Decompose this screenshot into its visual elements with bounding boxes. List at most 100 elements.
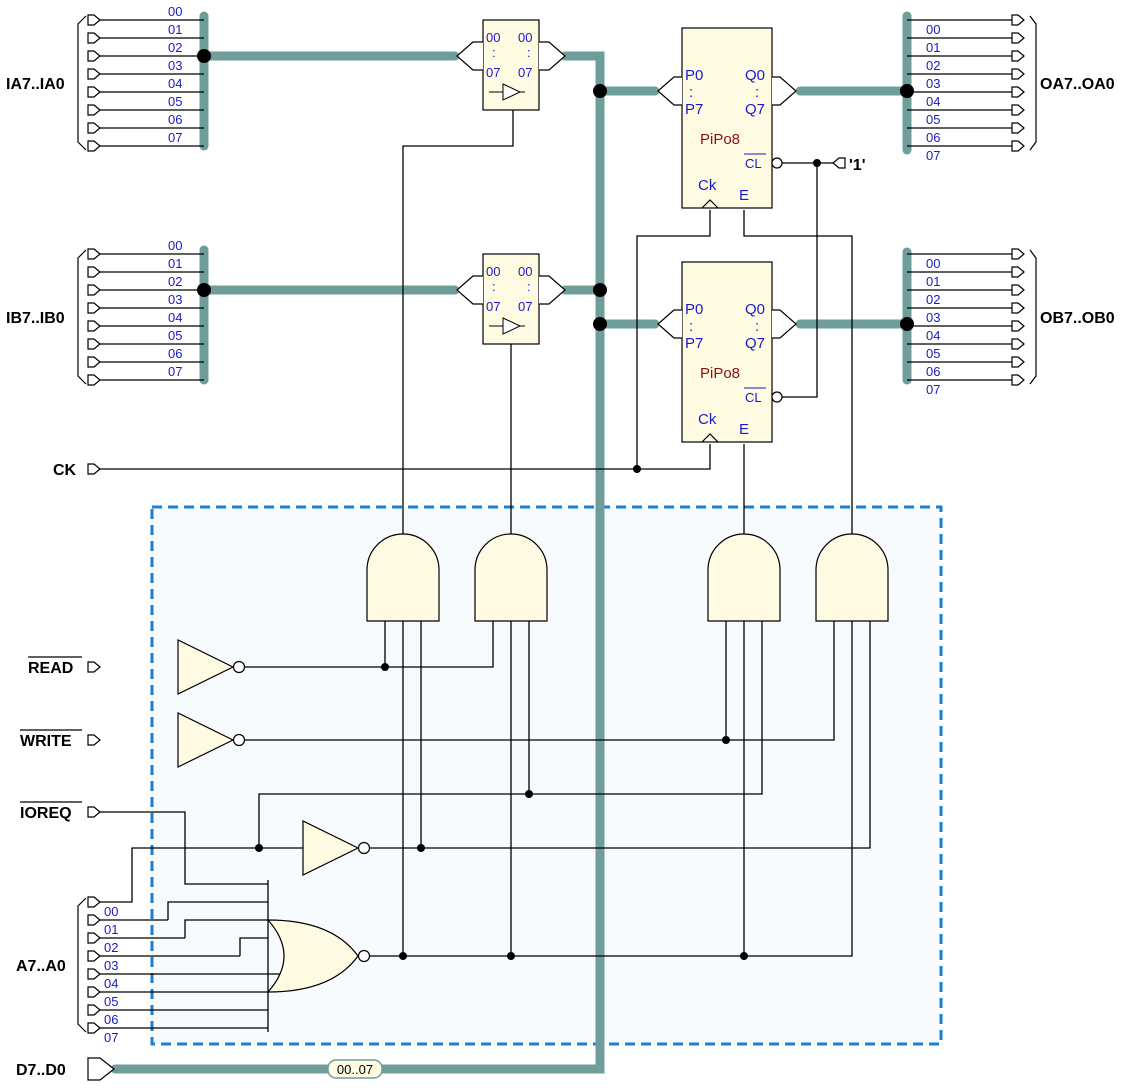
buffer-a xyxy=(456,19,566,111)
svg-text:03: 03 xyxy=(104,958,118,973)
and-gate-4 xyxy=(815,533,889,622)
svg-text:00: 00 xyxy=(926,256,940,271)
buffer-a-labels: 00 : 07 00 : 07 xyxy=(486,30,532,80)
svg-text:Q0: Q0 xyxy=(745,301,765,318)
svg-text:02: 02 xyxy=(926,292,940,307)
register-a xyxy=(657,27,797,209)
svg-text:06: 06 xyxy=(926,364,940,379)
svg-text:Q0: Q0 xyxy=(745,67,765,84)
svg-text:00: 00 xyxy=(518,264,532,279)
svg-text:04: 04 xyxy=(926,328,940,343)
svg-text:02: 02 xyxy=(168,274,182,289)
svg-text:PiPo8: PiPo8 xyxy=(700,131,740,148)
constant-one-label: '1' xyxy=(849,157,866,174)
data-bus-range-tag xyxy=(327,1059,383,1079)
svg-text:P0: P0 xyxy=(685,67,703,84)
svg-text:07: 07 xyxy=(926,148,940,163)
svg-text:00: 00 xyxy=(486,30,500,45)
register-a-labels: P0 : P7 Q0 : Q7 PiPo8 CL Ck E xyxy=(685,67,765,204)
svg-text:01: 01 xyxy=(168,256,182,271)
svg-text:04: 04 xyxy=(926,94,940,109)
signal-wires xyxy=(96,19,1012,1032)
svg-text:Ck: Ck xyxy=(698,411,717,428)
svg-text:07: 07 xyxy=(926,382,940,397)
svg-text:00: 00 xyxy=(168,238,182,253)
svg-text:07: 07 xyxy=(518,299,532,314)
or-gate xyxy=(266,919,371,993)
bus-brackets xyxy=(77,15,1037,1033)
svg-text:02: 02 xyxy=(168,40,182,55)
svg-text:E: E xyxy=(739,421,749,438)
port-ioreq-label: IOREQ xyxy=(20,805,72,822)
port-oa-label: OA7..OA0 xyxy=(1040,76,1115,93)
svg-text::: : xyxy=(755,318,759,335)
and-gate-3 xyxy=(707,533,781,622)
svg-text:05: 05 xyxy=(926,346,940,361)
svg-text:06: 06 xyxy=(104,1012,118,1027)
svg-text:03: 03 xyxy=(168,292,182,307)
ioreq-inverter xyxy=(302,820,360,876)
svg-text:05: 05 xyxy=(926,112,940,127)
read-inverter xyxy=(177,639,235,695)
svg-text:06: 06 xyxy=(168,346,182,361)
svg-text:04: 04 xyxy=(168,310,182,325)
data-bus-range-label: 00..07 xyxy=(337,1062,373,1077)
register-b-labels: P0 : P7 Q0 : Q7 PiPo8 CL Ck E xyxy=(685,301,765,438)
addr-bus-indices: 00 01 02 03 04 05 06 07 xyxy=(104,904,118,1045)
svg-text:01: 01 xyxy=(926,274,940,289)
ob-bus-indices: 00 01 02 03 04 05 06 07 xyxy=(926,256,940,397)
svg-text:00: 00 xyxy=(926,22,940,37)
buffer-b-labels: 00 : 07 00 : 07 xyxy=(486,264,532,314)
svg-text:07: 07 xyxy=(168,364,182,379)
port-data-label: D7..D0 xyxy=(16,1062,66,1079)
svg-text:P0: P0 xyxy=(685,301,703,318)
svg-text:04: 04 xyxy=(168,76,182,91)
port-addr-label: A7..A0 xyxy=(16,958,66,975)
svg-text:CL: CL xyxy=(745,390,762,405)
inverters xyxy=(177,639,371,876)
svg-text:02: 02 xyxy=(104,940,118,955)
svg-text::: : xyxy=(689,84,693,101)
svg-text:01: 01 xyxy=(926,40,940,55)
port-ob-label: OB7..OB0 xyxy=(1040,310,1115,327)
svg-text:06: 06 xyxy=(926,130,940,145)
svg-text:04: 04 xyxy=(104,976,118,991)
port-ck-label: CK xyxy=(53,462,77,479)
svg-text:01: 01 xyxy=(104,922,118,937)
port-ib-label: IB7..IB0 xyxy=(6,310,65,327)
write-inverter xyxy=(177,712,235,768)
port-read-label: READ xyxy=(28,660,73,677)
svg-text:P7: P7 xyxy=(685,335,703,352)
and-gates xyxy=(366,533,889,622)
svg-text:00: 00 xyxy=(486,264,500,279)
svg-text::: : xyxy=(492,45,496,60)
svg-text:Q7: Q7 xyxy=(745,101,765,118)
svg-text:05: 05 xyxy=(168,94,182,109)
svg-text:01: 01 xyxy=(168,22,182,37)
oa-bus-indices: 00 01 02 03 04 05 06 07 xyxy=(926,22,940,163)
svg-text:06: 06 xyxy=(168,112,182,127)
svg-text:02: 02 xyxy=(926,58,940,73)
svg-text::: : xyxy=(689,318,693,335)
svg-text:00: 00 xyxy=(518,30,532,45)
port-terminals xyxy=(87,14,1025,1081)
svg-text:07: 07 xyxy=(486,299,500,314)
svg-text:07: 07 xyxy=(486,65,500,80)
buffer-b xyxy=(456,253,566,345)
svg-text::: : xyxy=(527,279,531,294)
svg-text:07: 07 xyxy=(104,1030,118,1045)
svg-text:03: 03 xyxy=(926,310,940,325)
svg-text:Ck: Ck xyxy=(698,177,717,194)
svg-text:07: 07 xyxy=(168,130,182,145)
svg-text:PiPo8: PiPo8 xyxy=(700,365,740,382)
svg-text:CL: CL xyxy=(745,156,762,171)
svg-text:03: 03 xyxy=(168,58,182,73)
svg-text:05: 05 xyxy=(168,328,182,343)
svg-text:P7: P7 xyxy=(685,101,703,118)
svg-text:05: 05 xyxy=(104,994,118,1009)
svg-text::: : xyxy=(492,279,496,294)
svg-text:E: E xyxy=(739,187,749,204)
svg-text:07: 07 xyxy=(518,65,532,80)
and-gate-1 xyxy=(366,533,440,622)
